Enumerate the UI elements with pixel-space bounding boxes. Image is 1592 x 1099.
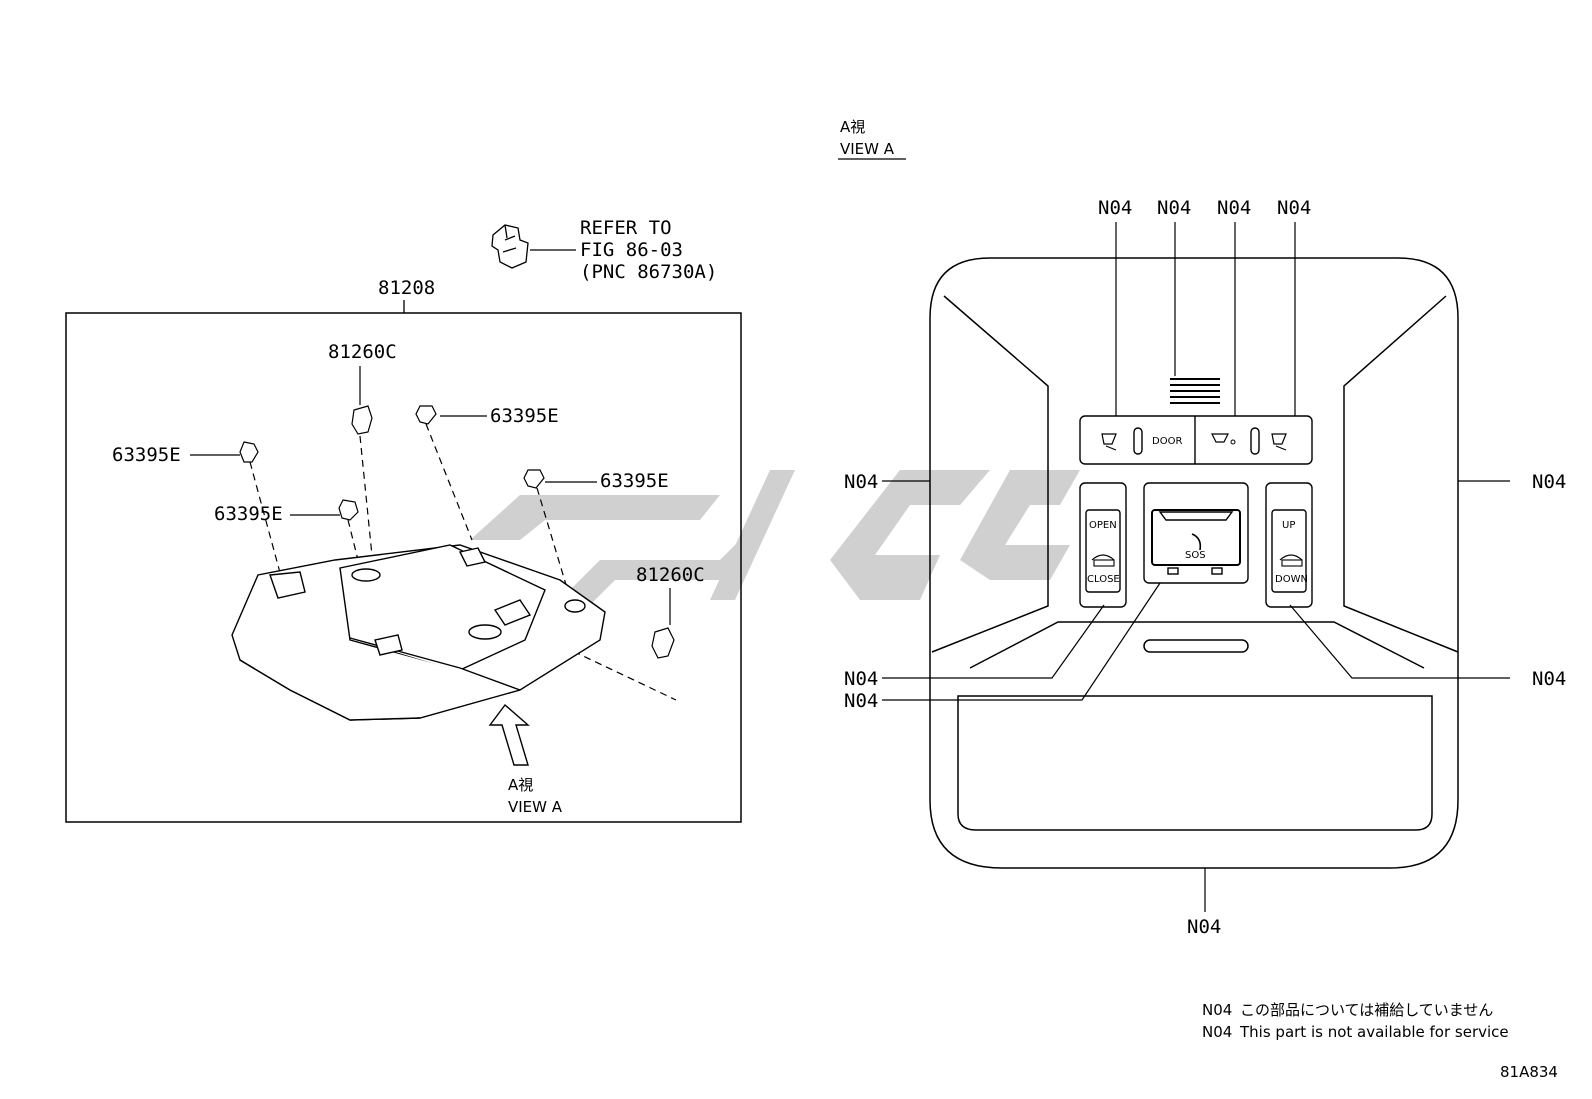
note-2-code: N04	[1202, 1023, 1232, 1041]
leader-lines	[190, 366, 671, 625]
right-view-panel: A視 VIEW A	[838, 118, 1566, 938]
watermark-logo	[470, 470, 1080, 605]
door-button[interactable]: DOOR	[1152, 436, 1182, 447]
part-81260c-top: 81260C	[328, 341, 397, 363]
lamp-icon	[1101, 433, 1117, 445]
up-label: UP	[1282, 520, 1295, 531]
console-housing	[929, 257, 1459, 869]
figure-id: 81A834	[1500, 1063, 1558, 1081]
view-a-en-right: VIEW A	[840, 140, 895, 158]
map-lamp-right-button[interactable]	[1271, 433, 1287, 451]
note-1-text: この部品については補給していません	[1240, 1001, 1493, 1019]
note-1-code: N04	[1202, 1001, 1232, 1019]
callout-n04-4: N04	[1277, 197, 1311, 219]
footnotes: N04 この部品については補給していません N04 This part is n…	[1202, 1001, 1558, 1081]
callout-leaders	[882, 222, 1510, 912]
callout-n04-2: N04	[1157, 197, 1191, 219]
left-assembly-panel: REFER TO FIG 86-03 (PNC 86730A) 81208 81…	[65, 217, 742, 823]
note-2-text: This part is not available for service	[1239, 1023, 1509, 1041]
map-lamp-left-button[interactable]	[1101, 433, 1117, 451]
room-lamp-icon	[1211, 433, 1229, 443]
lamp-icon	[1271, 433, 1287, 445]
refer-to-line3: (PNC 86730A)	[580, 261, 717, 283]
lamp-button-strip	[1079, 415, 1313, 465]
close-label: CLOSE	[1087, 574, 1120, 585]
sos-label: SOS	[1185, 550, 1206, 561]
clip-icons	[239, 405, 675, 659]
part-81260c-right: 81260C	[636, 564, 705, 586]
view-a-arrow	[488, 703, 530, 766]
sunroof-open-close-switch[interactable]	[1079, 482, 1127, 608]
view-a-jp-left: A視	[508, 776, 533, 794]
callout-n04-1: N04	[1098, 197, 1132, 219]
part-63395e-right: 63395E	[600, 470, 669, 492]
refer-to-line1: REFER TO	[580, 217, 672, 239]
callout-n04-8: N04	[844, 690, 878, 712]
mic-grille	[1170, 378, 1220, 404]
open-label: OPEN	[1089, 520, 1117, 531]
callout-n04-5: N04	[844, 471, 878, 493]
callout-n04-10: N04	[1187, 916, 1221, 938]
callout-n04-7: N04	[844, 668, 878, 690]
part-63395e-mid: 63395E	[214, 503, 283, 525]
part-63395e-left: 63395E	[112, 444, 181, 466]
door-label: DOOR	[1152, 436, 1182, 447]
part-63395e-top: 63395E	[490, 405, 559, 427]
refer-clip-icon	[491, 224, 576, 269]
refer-to-line2: FIG 86-03	[580, 239, 683, 261]
callout-n04-6: N04	[1532, 471, 1566, 493]
console-body	[231, 544, 606, 721]
sos-button[interactable]	[1143, 482, 1249, 584]
down-label: DOWN	[1275, 574, 1308, 585]
callout-n04-9: N04	[1532, 668, 1566, 690]
callout-n04-3: N04	[1217, 197, 1251, 219]
view-a-jp-right: A視	[840, 118, 865, 136]
sunshade-up-down-switch[interactable]	[1265, 482, 1313, 608]
room-lamp-button[interactable]	[1211, 433, 1236, 445]
view-a-en-left: VIEW A	[508, 798, 563, 816]
assembly-part-number: 81208	[378, 277, 435, 299]
